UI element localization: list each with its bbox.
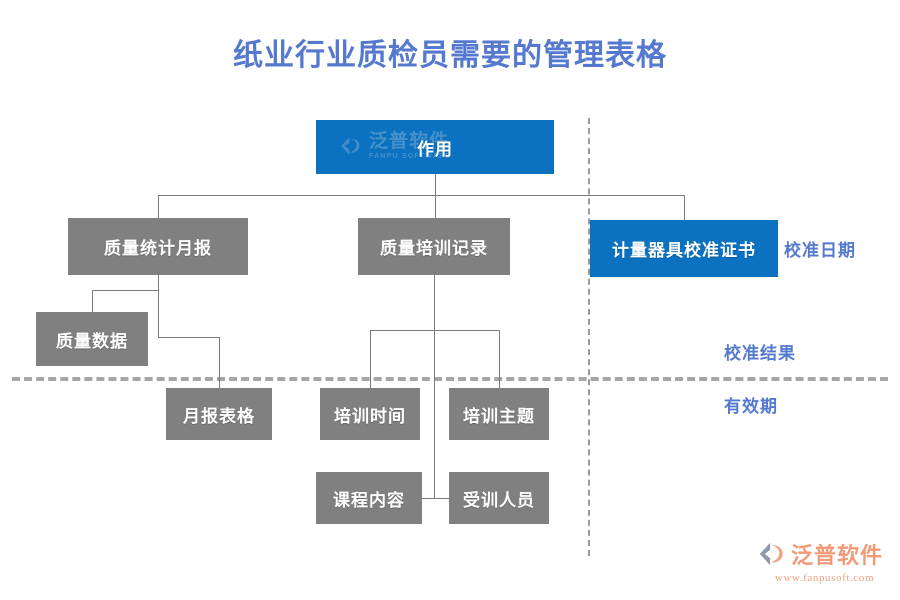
node-quality-monthly-report[interactable]: 质量统计月报 (68, 218, 248, 275)
connector-to-train-time (370, 330, 371, 388)
node-quality-data-label: 质量数据 (56, 331, 128, 351)
connector-to-monthly-report (158, 195, 159, 218)
node-training-topic-label: 培训主题 (463, 406, 535, 426)
node-monthly-report-form[interactable]: 月报表格 (166, 388, 272, 440)
node-root-function-label: 作用 (417, 139, 453, 159)
node-trainees-label: 受训人员 (463, 490, 535, 510)
node-quality-training-record[interactable]: 质量培训记录 (358, 218, 510, 275)
node-root-function[interactable]: 泛普软件 FANPU SOFTWARE 作用 (316, 120, 554, 174)
node-trainees[interactable]: 受训人员 (449, 472, 549, 524)
node-monthly-report-form-label: 月报表格 (183, 406, 255, 426)
node-calibration-certificate[interactable]: 计量器具校准证书 (590, 220, 778, 277)
connector-training-stem (434, 275, 435, 330)
label-validity-period: 有效期 (724, 397, 778, 416)
connector-root-stem (435, 174, 436, 195)
node-quality-monthly-report-label: 质量统计月报 (104, 239, 212, 258)
connector-monthly-to-report-form-v (219, 337, 220, 388)
connector-training-center-down (434, 330, 435, 498)
node-training-topic[interactable]: 培训主题 (449, 388, 549, 440)
connector-monthly-report-stem (158, 275, 159, 290)
vertical-dashed-guide (588, 118, 590, 556)
node-quality-training-record-label: 质量培训记录 (380, 239, 488, 258)
label-calibration-result: 校准结果 (724, 344, 796, 363)
fanpu-logo-icon (757, 539, 787, 569)
fanpu-brand-logo: 泛普软件 www.fanpusoft.com (757, 538, 892, 584)
label-calibration-date: 校准日期 (784, 241, 856, 260)
node-course-content-label: 课程内容 (333, 490, 405, 510)
page-title: 纸业行业质检员需要的管理表格 (233, 39, 667, 72)
fanpu-watermark-logo-icon (338, 133, 364, 159)
node-calibration-certificate-label: 计量器具校准证书 (612, 241, 756, 260)
horizontal-dashed-guide (12, 377, 888, 381)
connector-level2-trunk (158, 195, 684, 196)
connector-course-trainees-joiner (422, 498, 449, 499)
node-quality-data[interactable]: 质量数据 (36, 312, 148, 366)
connector-to-calib-cert (684, 195, 685, 220)
connector-to-training-record (435, 195, 436, 218)
node-training-time-label: 培训时间 (334, 406, 406, 426)
connector-to-train-topic (499, 330, 500, 388)
node-training-time[interactable]: 培训时间 (320, 388, 420, 440)
node-course-content[interactable]: 课程内容 (316, 472, 422, 524)
fanpu-brand-url: www.fanpusoft.com (774, 572, 875, 584)
fanpu-brand-row: 泛普软件 (757, 538, 892, 570)
connector-monthly-to-quality-data-v (92, 290, 93, 312)
connector-monthly-to-report-form-h (158, 337, 219, 338)
connector-monthly-down (158, 290, 159, 337)
fanpu-brand-cn: 泛普软件 (791, 543, 884, 568)
connector-monthly-to-quality-data-h (92, 290, 158, 291)
